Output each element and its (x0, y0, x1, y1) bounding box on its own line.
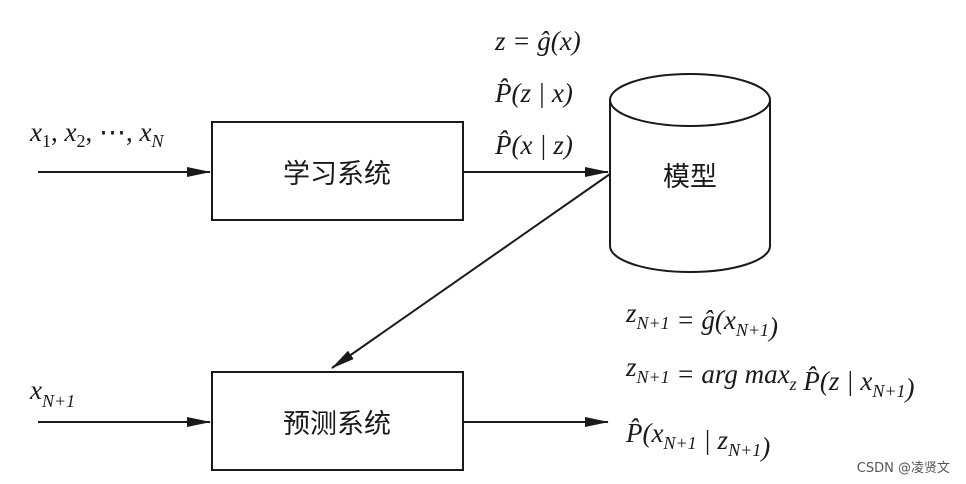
prediction-system-label: 预测系统 (283, 409, 391, 440)
prediction-line-2: zN+1 = arg maxz P̂(z | xN+1) (625, 352, 914, 403)
learning-system-box: 学习系统 (211, 121, 464, 221)
prediction-formulas: zN+1 = ĝ(xN+1) zN+1 = arg maxz P̂(z | xN… (625, 298, 914, 462)
model-output-line-3: P̂(x | z) (494, 130, 573, 160)
prediction-line-1: zN+1 = ĝ(xN+1) (625, 298, 778, 342)
model-outputs: z = ĝ(x) P̂(z | x) P̂(x | z) (494, 26, 581, 160)
training-data-label: x1, x2, ⋯, xN (29, 117, 164, 151)
svg-text:x1, x2, ⋯, xN: x1, x2, ⋯, xN (29, 117, 164, 151)
prediction-system-box: 预测系统 (211, 371, 464, 471)
model-cylinder: 模型 (609, 73, 771, 273)
learning-system-label: 学习系统 (283, 159, 391, 190)
model-to-prediction-arrow (331, 173, 611, 369)
new-input-label: xN+1 (29, 375, 75, 411)
model-output-line-1: z = ĝ(x) (494, 26, 581, 56)
watermark: CSDN @凌贤文 (857, 461, 950, 476)
model-label: 模型 (663, 162, 717, 193)
model-output-line-2: P̂(z | x) (494, 78, 573, 108)
svg-text:xN+1: xN+1 (29, 375, 75, 411)
prediction-line-3: P̂(xN+1 | zN+1) (625, 418, 770, 462)
